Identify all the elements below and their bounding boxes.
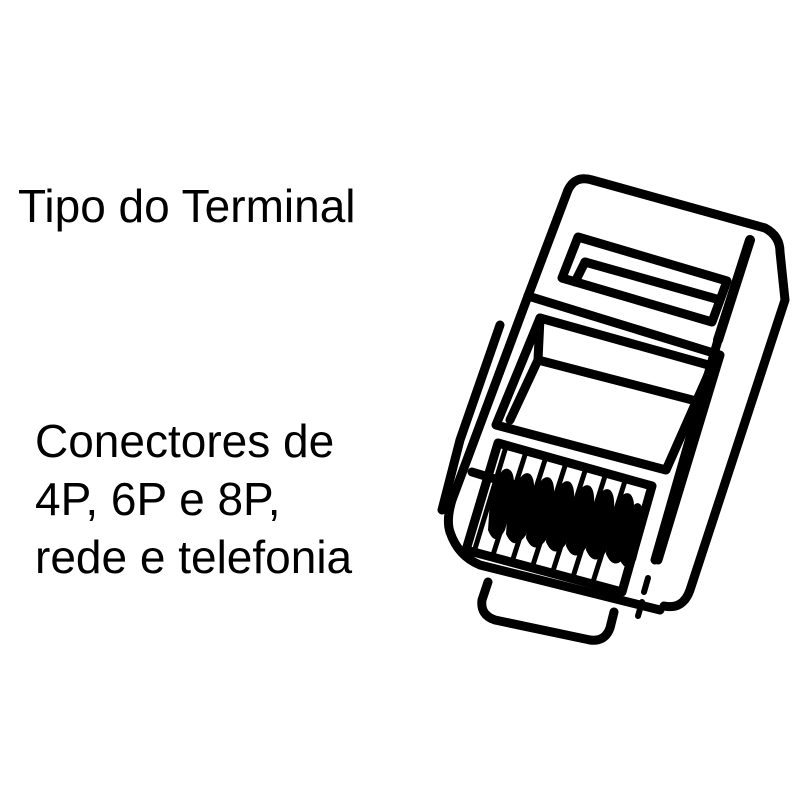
latch-window (557, 232, 732, 327)
description-text: Conectores de 4P, 6P e 8P, rede e telefo… (35, 412, 352, 586)
connector-body (437, 174, 790, 615)
middle-recess (491, 313, 717, 475)
description-line-2: 4P, 6P e 8P, (35, 473, 281, 525)
description-line-1: Conectores de (35, 415, 335, 467)
contact-dividers (471, 447, 628, 588)
bottom-tab (477, 577, 619, 645)
contact-pins (488, 468, 644, 567)
hidden-edge-line (635, 575, 651, 619)
description-line-3: rede e telefonia (35, 531, 353, 583)
title-text: Tipo do Terminal (18, 180, 356, 232)
contacts-block (461, 438, 657, 597)
